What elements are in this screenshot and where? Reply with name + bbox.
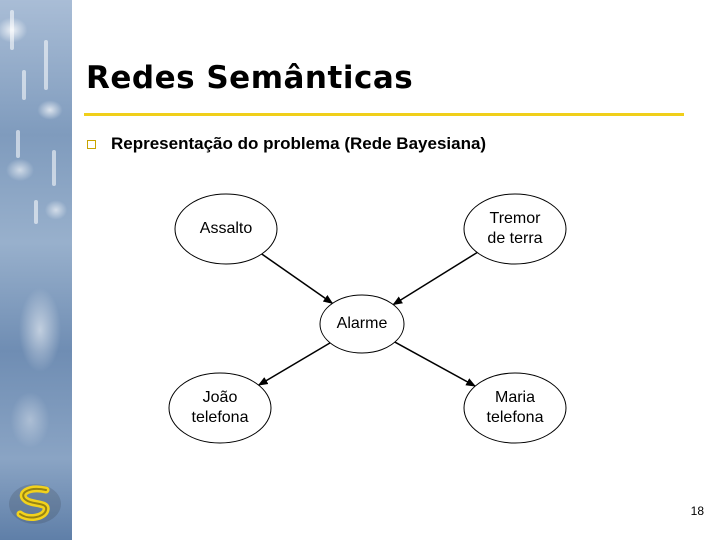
sidebar-streak: [52, 150, 56, 186]
node-label-alarme: Alarme: [336, 315, 388, 332]
sidebar-streak: [44, 40, 48, 90]
sidebar-streak: [10, 10, 14, 50]
sidebar-streak: [16, 130, 20, 158]
sidebar-streak: [22, 70, 26, 100]
node-tremor: [463, 193, 567, 265]
square-bullet-icon: [87, 140, 96, 149]
bullet-text: Representação do problema (Rede Bayesian…: [111, 134, 487, 153]
edge-alarme-to-maria: [394, 341, 477, 387]
node-alarme: [319, 294, 405, 354]
node-assalto: [174, 193, 278, 265]
sidebar-streak: [34, 200, 38, 224]
edge-tremor-to-alarme: [392, 251, 478, 306]
edge-alarme-to-joao: [257, 342, 331, 386]
institution-logo: [9, 484, 61, 524]
decorative-sidebar: [0, 0, 72, 540]
page-number: 18: [690, 504, 704, 518]
title-underline: [84, 113, 684, 116]
node-label-assalto: Assalto: [199, 220, 253, 237]
node-maria: [463, 372, 567, 444]
edge-assalto-to-alarme: [261, 253, 334, 304]
node-joao: [168, 372, 272, 444]
slide-title: Redes Semânticas: [86, 60, 414, 96]
